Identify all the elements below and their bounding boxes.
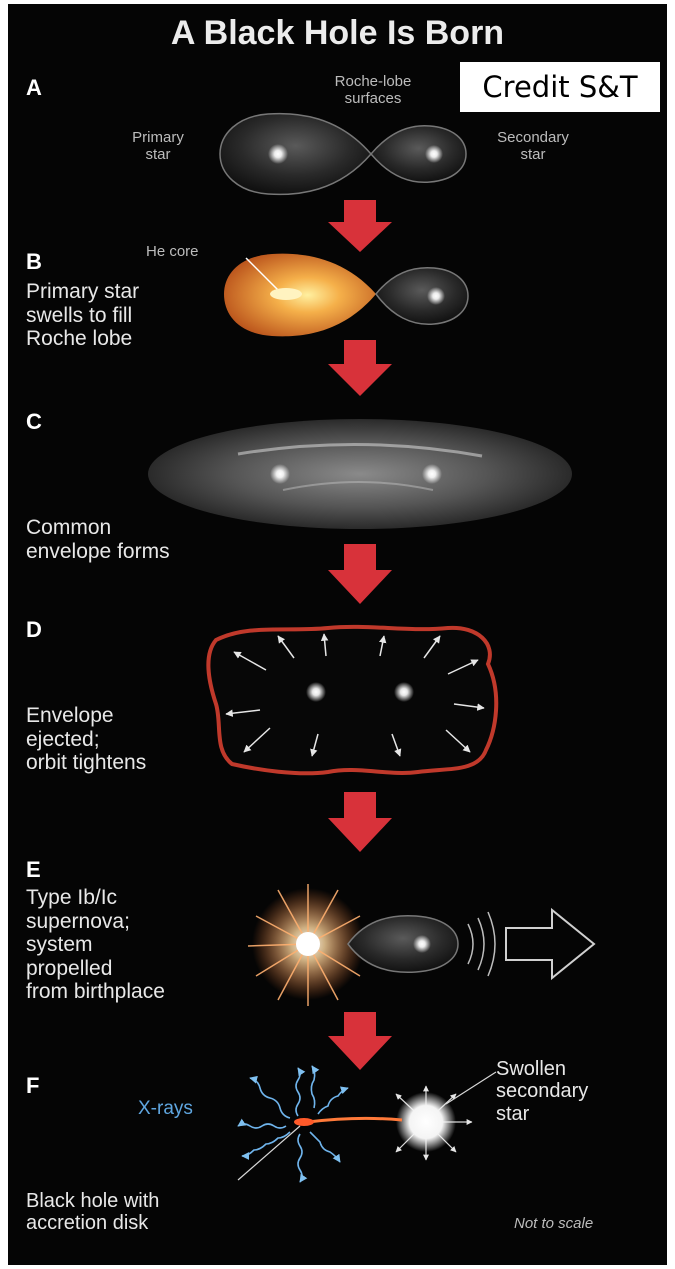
primary-star (268, 144, 288, 164)
panel-f-letter: F (26, 1074, 39, 1099)
page-title: A Black Hole Is Born (8, 14, 667, 52)
panel-e-letter: E (26, 858, 41, 883)
mass-transfer-stream (308, 1118, 402, 1122)
secondary-star-e (413, 935, 431, 953)
roche-lobe-label: Roche-lobe surfaces (308, 74, 438, 108)
panel-e-supernova (248, 884, 594, 1006)
he-core-label: He core (146, 244, 226, 261)
tight-star-2 (394, 682, 414, 702)
propulsion-arrow (506, 910, 594, 978)
secondary-star (425, 145, 443, 163)
he-core (270, 288, 302, 300)
secondary-star-label: Secondary star (478, 130, 588, 164)
accretion-disk (294, 1118, 314, 1126)
arrow-d-to-e (328, 792, 392, 852)
black-hole-label: Black hole with accretion disk (26, 1190, 159, 1235)
swollen-leader (446, 1072, 496, 1104)
panel-d-letter: D (26, 618, 42, 643)
panel-c-caption: Common envelope forms (26, 516, 170, 563)
panel-a-binary (220, 114, 466, 195)
infographic-panel: A Black Hole Is Born Credit S&T A Roche-… (8, 4, 667, 1265)
swollen-secondary-label: Swollen secondary star (496, 1058, 588, 1125)
arrow-e-to-f (328, 1012, 392, 1070)
arrow-a-to-b (328, 200, 392, 252)
panel-b-binary (224, 254, 468, 337)
arrow-b-to-c (328, 340, 392, 396)
tight-star-1 (306, 682, 326, 702)
panel-e-caption: Type Ib/Ic supernova; system propelled f… (26, 886, 165, 1004)
envelope-star-2 (422, 464, 442, 484)
swollen-secondary-star (396, 1092, 456, 1152)
common-envelope (148, 419, 572, 529)
ejected-shell (208, 627, 496, 773)
panel-a-letter: A (26, 76, 42, 101)
motion-waves (468, 912, 495, 976)
panel-c-letter: C (26, 410, 42, 435)
black-hole-leader (238, 1126, 300, 1180)
secondary-lobe-e (348, 916, 458, 973)
panel-d-ejection (208, 627, 496, 773)
credit-label: Credit S&T (460, 62, 660, 112)
panel-c-envelope (148, 419, 572, 529)
primary-roche-lobe (220, 114, 371, 195)
panel-f-xray-binary (238, 1066, 496, 1182)
envelope-star-1 (270, 464, 290, 484)
secondary-lobe-b (376, 268, 468, 325)
scale-note: Not to scale (514, 1216, 593, 1233)
supernova-core (296, 932, 320, 956)
panel-d-caption: Envelope ejected; orbit tightens (26, 704, 146, 775)
xray-waves (238, 1066, 348, 1182)
arrow-c-to-d (328, 544, 392, 604)
panel-b-letter: B (26, 250, 42, 275)
secondary-roche-lobe (371, 126, 466, 183)
secondary-star-b (427, 287, 445, 305)
primary-star-label: Primary star (108, 130, 208, 164)
panel-b-caption: Primary star swells to fill Roche lobe (26, 280, 139, 351)
xrays-label: X-rays (138, 1098, 193, 1119)
